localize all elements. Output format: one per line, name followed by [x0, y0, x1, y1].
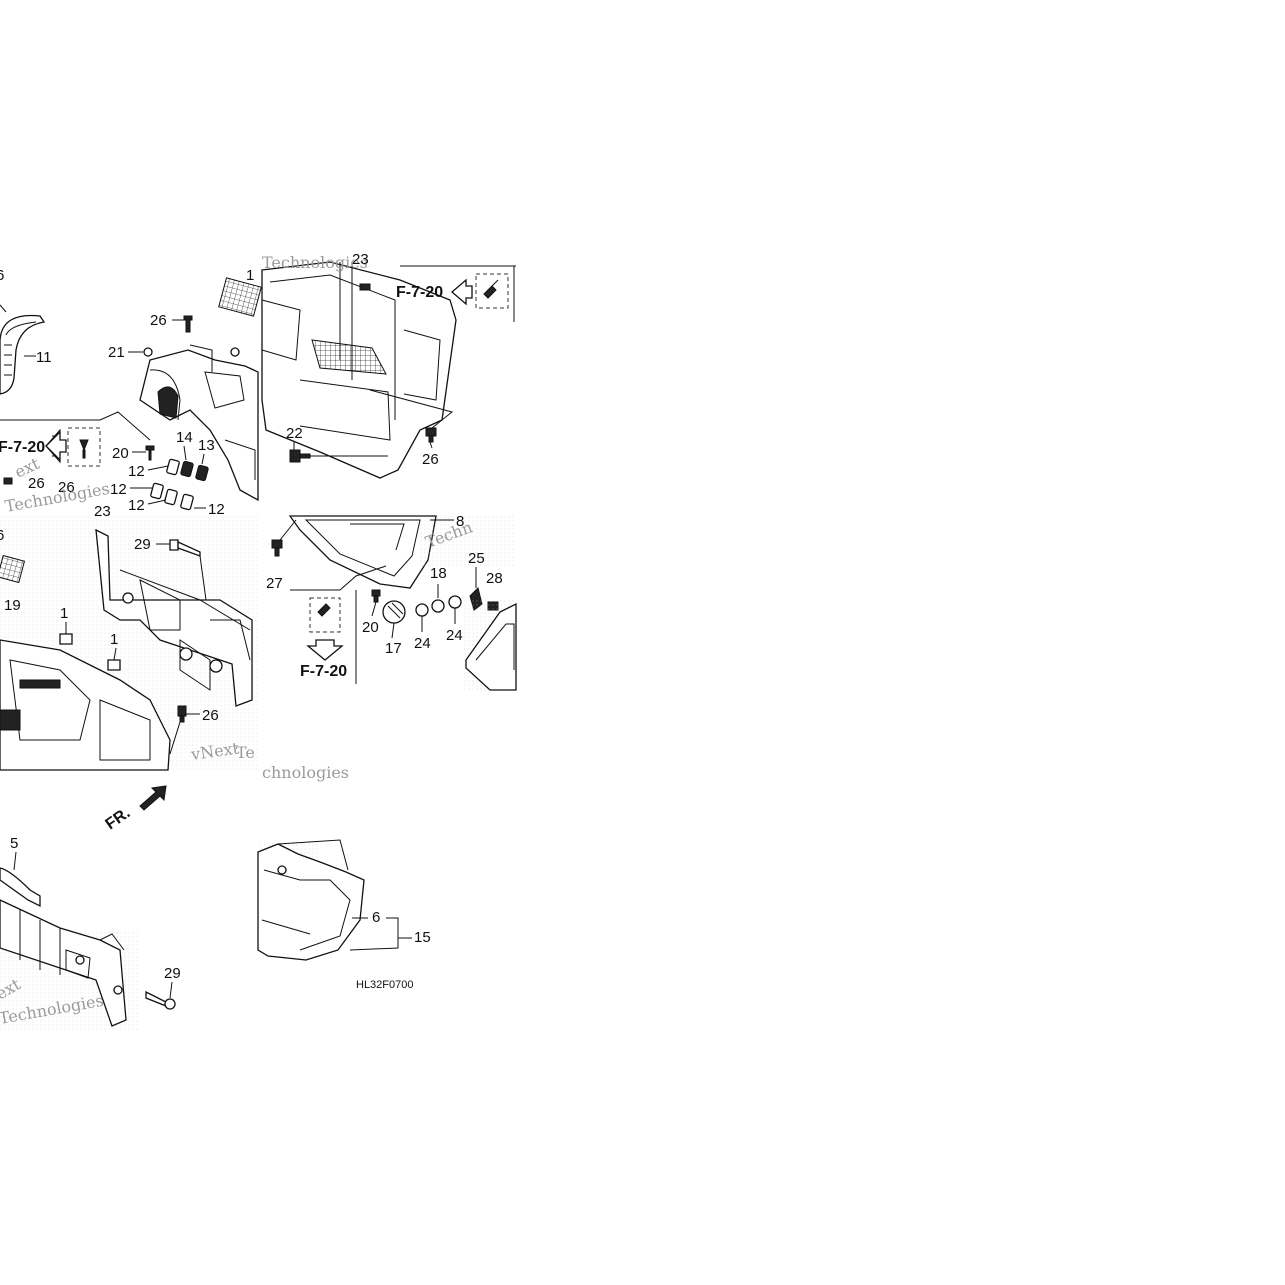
part-5-frame: [0, 867, 127, 1027]
callout-8: 8: [456, 513, 464, 530]
ref-box-top-right: [451, 273, 509, 309]
fastener-26-top: [183, 315, 193, 333]
panel-top-left: 11 6 1 26 21 20: [0, 267, 262, 520]
watermark-te-mid: Te: [236, 743, 255, 762]
callout-6-lower: 6: [372, 909, 380, 926]
bolt-29-lower: [145, 990, 176, 1010]
part-bracket-frame: [95, 528, 253, 707]
ref-label-top-right: F-7-20: [396, 284, 443, 301]
callout-26-right: 26: [422, 451, 439, 468]
callout-1-a: 1: [60, 605, 68, 622]
diagram-code: HL32F0700: [356, 979, 414, 991]
nut-21: [143, 347, 153, 357]
callout-22: 22: [286, 425, 303, 442]
callout-14: 14: [176, 429, 193, 446]
callout-23-top: 23: [352, 251, 369, 268]
callout-20-right: 20: [362, 619, 379, 636]
part-dash-lower: [0, 639, 171, 771]
callout-27: 27: [266, 575, 283, 592]
watermark-top-right: Technologies: [262, 253, 368, 272]
callout-24-a: 24: [414, 635, 431, 652]
screw-20-left: [145, 445, 155, 461]
panel-top-right: Technologies 23 F-7-20 22 26: [261, 251, 516, 479]
callout-13: 13: [198, 437, 215, 454]
callout-18: 25: [468, 550, 485, 567]
panel-bottom-left: 5 29 ext Technologies: [0, 835, 181, 1030]
part-mesh-cover: [218, 277, 262, 317]
washer-24-a: [415, 603, 429, 617]
washer-24-b: [448, 595, 462, 609]
front-arrow: [139, 785, 167, 811]
callout-1-b: 1: [110, 631, 118, 648]
callout-26-a: 26: [150, 312, 167, 329]
callout-25: 18: [430, 565, 447, 582]
part-glovebox-lid: [288, 515, 437, 589]
callout-26-mid: 26: [202, 707, 219, 724]
callout-6: 6: [0, 267, 4, 284]
callout-21: 21: [108, 344, 125, 361]
callout-12-a: 12: [128, 463, 145, 480]
callout-20-left: 20: [112, 445, 129, 462]
callout-24-b: 24: [446, 627, 463, 644]
ref-box-left: [45, 427, 101, 467]
ref-box-lower: [306, 597, 344, 661]
panel-middle-right: Techn 8 27 F-7-20 20 17 18 24 24: [262, 513, 517, 782]
part-11-grille: [0, 314, 46, 395]
callout-1-top: 1: [246, 267, 254, 284]
washer-25: [431, 599, 445, 613]
callout-26-c: 26: [58, 479, 75, 496]
callout-15: 15: [414, 929, 431, 946]
watermark-chnologies: chnologies: [262, 763, 349, 782]
callout-23-left: 23: [94, 503, 111, 520]
panel-bottom-right: 6 15: [257, 839, 431, 961]
callout-19: 19: [4, 597, 21, 614]
front-indicator: FR.: [103, 805, 134, 834]
callout-12-c: 12: [128, 497, 145, 514]
part-17-knob: [382, 600, 406, 624]
ref-label-left: F-7-20: [0, 439, 45, 456]
ref-label-lower: F-7-20: [300, 663, 347, 680]
callout-12-d: 12: [208, 501, 225, 518]
callout-26-b: 26: [28, 475, 45, 492]
callout-29-lower: 29: [164, 965, 181, 982]
callout-5: 5: [10, 835, 18, 852]
callout-12-b: 12: [110, 481, 127, 498]
callout-29-mid: 29: [134, 536, 151, 553]
panel-middle-left: 6 19 29 1: [0, 516, 258, 772]
clips-12-13-14: [150, 458, 209, 511]
part-side-pocket: [464, 600, 517, 691]
part-dash-upper: [139, 349, 259, 502]
callout-28: 28: [486, 570, 503, 587]
callout-11: 11: [36, 349, 52, 366]
part-15-pocket: [257, 839, 365, 961]
part-glovebox-body: [261, 261, 457, 479]
callout-6-mid: 6: [0, 527, 4, 544]
callout-17: 17: [385, 640, 402, 657]
